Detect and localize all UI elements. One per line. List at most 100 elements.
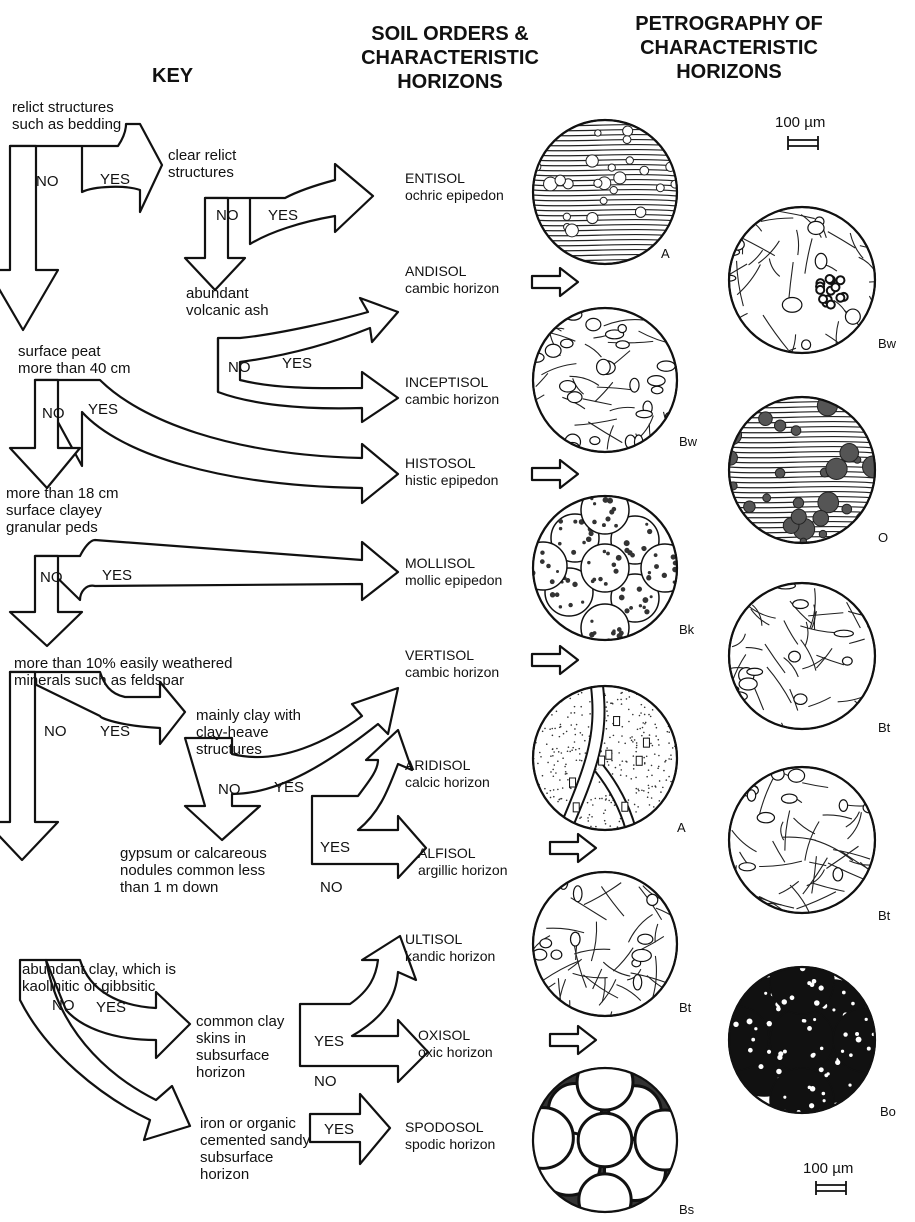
thin-section-label: Bo [880, 1104, 896, 1119]
thin-section-histosol: O [722, 396, 888, 545]
yes-label: YES [100, 171, 130, 188]
svg-text:100 µm: 100 µm [803, 1160, 853, 1177]
svg-text:calcic horizon: calcic horizon [405, 774, 490, 790]
yes-label: YES [274, 779, 304, 796]
svg-text:kandic horizon: kandic horizon [405, 948, 495, 964]
svg-text:argillic horizon: argillic horizon [418, 862, 507, 878]
key-criterion-relict: relict structuressuch as bedding [12, 99, 121, 133]
svg-text:histic epipedon: histic epipedon [405, 472, 498, 488]
no-label: NO [320, 879, 343, 896]
thin-section-label: Bt [679, 1000, 692, 1015]
arrow-vertisol-petro [532, 646, 578, 674]
arrow-clayey-yes [35, 540, 398, 600]
yes-label: YES [100, 723, 130, 740]
no-label: NO [218, 781, 241, 798]
key-header: KEY [152, 65, 194, 87]
svg-text:OXISOL: OXISOL [418, 1027, 470, 1043]
arrow-andisol-petro [532, 268, 578, 296]
orders-header-line1: SOIL ORDERS & [371, 23, 528, 45]
svg-text:ULTISOL: ULTISOL [405, 931, 463, 947]
yes-label: YES [324, 1121, 354, 1138]
thin-section-inceptisol: Bw [505, 307, 707, 471]
thin-section-label: Bk [679, 622, 695, 637]
thin-section-label: A [661, 246, 670, 261]
soil-order-vertisol: VERTISOLcambic horizon [405, 647, 499, 680]
svg-text:ENTISOL: ENTISOL [405, 170, 465, 186]
svg-text:cambic horizon: cambic horizon [405, 664, 499, 680]
thin-section-label: A [677, 820, 686, 835]
svg-text:MOLLISOL: MOLLISOL [405, 555, 475, 571]
yes-label: YES [314, 1033, 344, 1050]
thin-section-aridisol: A [532, 685, 686, 835]
thin-section-label: O [878, 530, 888, 545]
no-label: NO [228, 359, 251, 376]
thin-section-andisol: Bw [714, 199, 896, 387]
svg-text:cambic horizon: cambic horizon [405, 280, 499, 296]
svg-text:ochric epipedon: ochric epipedon [405, 187, 504, 203]
yes-label: YES [282, 355, 312, 372]
arrow-oxisol-petro [550, 1026, 596, 1054]
thin-section-label: Bw [878, 336, 897, 351]
arrow-alfisol-petro [550, 834, 596, 862]
svg-text:ARIDISOL: ARIDISOL [405, 757, 471, 773]
soil-order-aridisol: ARIDISOLcalcic horizon [405, 757, 490, 790]
arrow-histosol-petro [532, 460, 578, 488]
yes-label: YES [88, 401, 118, 418]
yes-label: YES [102, 567, 132, 584]
svg-text:cambic horizon: cambic horizon [405, 391, 499, 407]
thin-section-spodosol: Bs [513, 1054, 695, 1222]
no-label: NO [216, 207, 239, 224]
key-criterion-weathered: more than 10% easily weatheredminerals s… [14, 655, 232, 689]
svg-text:ALFISOL: ALFISOL [418, 845, 476, 861]
svg-text:spodic horizon: spodic horizon [405, 1136, 495, 1152]
svg-text:mollic epipedon: mollic epipedon [405, 572, 502, 588]
orders-header-line2: CHARACTERISTIC [361, 47, 539, 69]
thin-section-vertisol: Bt [703, 580, 912, 757]
svg-text:oxic horizon: oxic horizon [418, 1044, 493, 1060]
yes-label: YES [268, 207, 298, 224]
thin-section-label: Bs [679, 1202, 695, 1217]
thin-section-mollisol: Bk [519, 486, 695, 652]
petro-header-line1: PETROGRAPHY OF [635, 13, 822, 35]
no-label: NO [52, 997, 75, 1014]
svg-text:VERTISOL: VERTISOL [405, 647, 474, 663]
thin-section-oxisol: Bo [705, 950, 897, 1132]
yes-label: YES [320, 839, 350, 856]
no-label: NO [314, 1073, 337, 1090]
petro-header-line3: HORIZONS [676, 61, 782, 83]
thin-section-label: Bw [679, 434, 698, 449]
scale-bar-bottom: 100 µm [803, 1160, 853, 1195]
thin-section-alfisol: Bt [705, 767, 891, 940]
arrow-weathered-no [0, 672, 58, 860]
no-label: NO [40, 569, 63, 586]
no-label: NO [44, 723, 67, 740]
no-label: NO [42, 405, 65, 422]
petro-header-line2: CHARACTERISTIC [640, 37, 818, 59]
orders-header-line3: HORIZONS [397, 71, 503, 93]
thin-section-ultisol: Bt [522, 872, 692, 1048]
thin-section-label: Bt [878, 908, 891, 923]
thin-section-entisol: A [532, 120, 679, 264]
scale-bar-top: 100 µm [775, 114, 825, 150]
no-label: NO [36, 173, 59, 190]
